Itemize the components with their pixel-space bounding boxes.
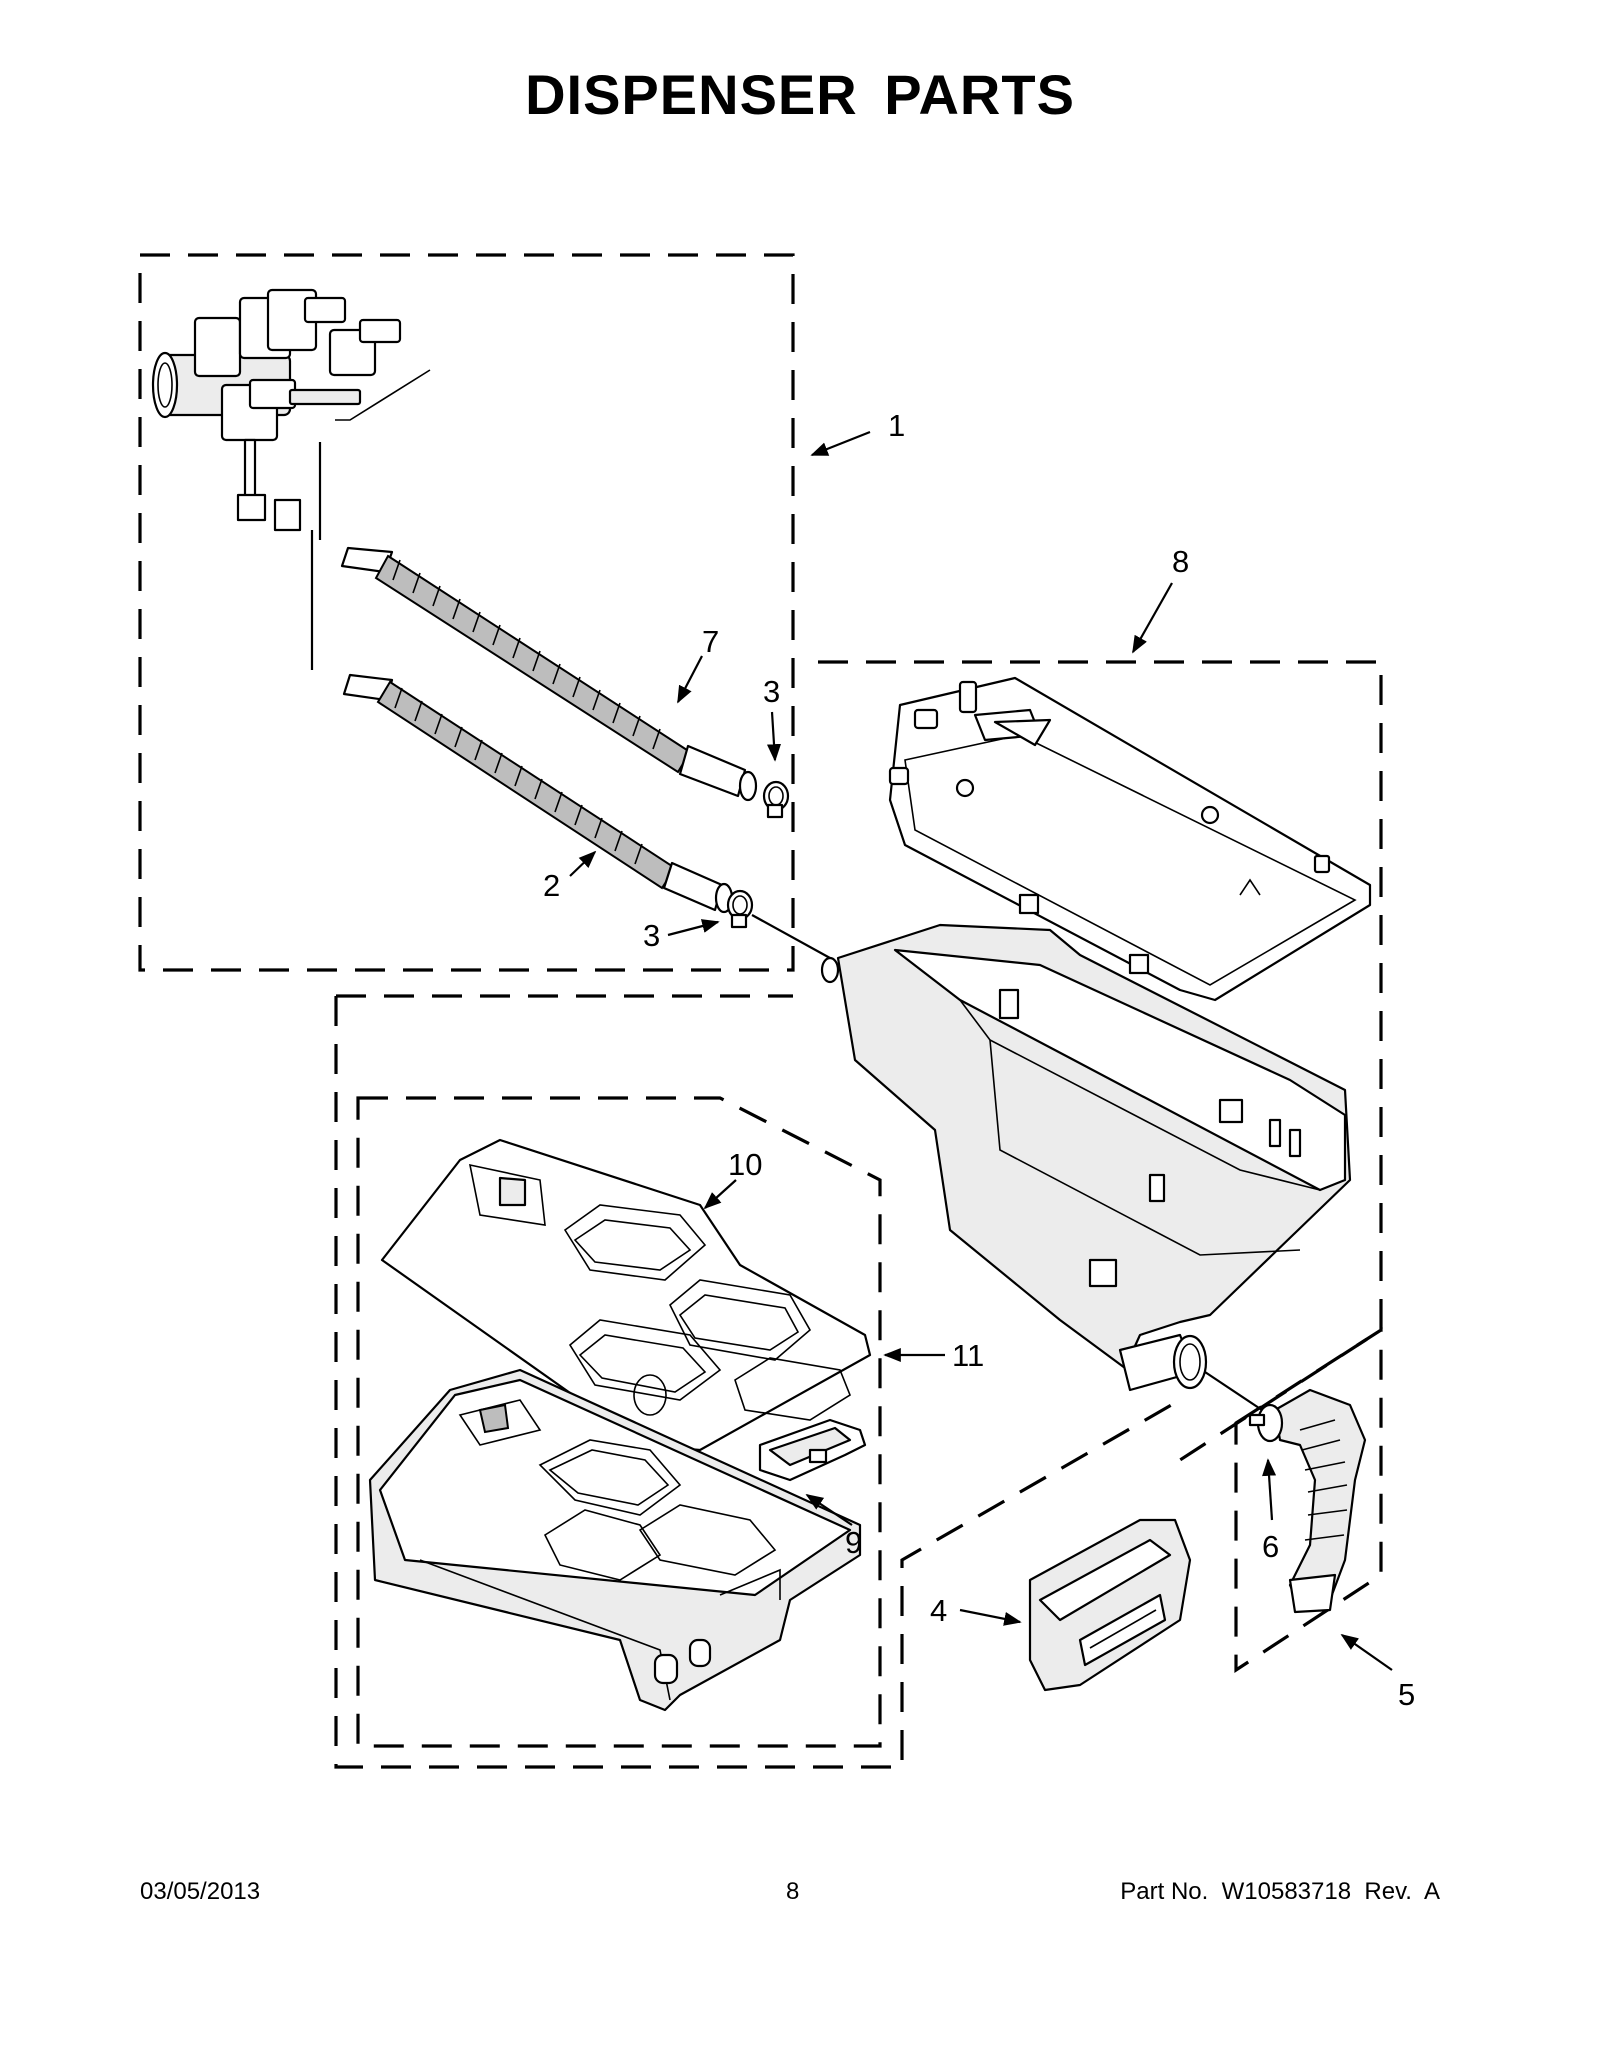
drawer-body-part-11 (368, 1368, 862, 1712)
group-outline-drawer-inner (356, 1096, 882, 1748)
callout-5: 5 (1398, 1677, 1415, 1712)
bracket-part-9 (758, 1418, 867, 1482)
clamp-part-6 (1248, 1403, 1284, 1443)
leader-2 (569, 850, 597, 877)
callout-4: 4 (930, 1593, 947, 1628)
callout-6: 6 (1262, 1529, 1279, 1564)
footer-page-number: 8 (786, 1878, 800, 1905)
group-outline-hose-5-6 (1234, 1327, 1383, 1673)
callout-1: 1 (888, 408, 905, 443)
group-outline-drawer-outer (334, 994, 1181, 1769)
water-valve-part-1 (151, 288, 431, 670)
leader-3b (667, 919, 720, 937)
outlet-hose-part-5 (1273, 1388, 1367, 1614)
clamp-part-3-lower (726, 889, 754, 929)
callout-3-upper: 3 (763, 674, 780, 709)
dispenser-housing-part-8 (820, 676, 1372, 1392)
callout-7: 7 (702, 624, 719, 659)
clamp-part-3-upper (762, 780, 790, 819)
footer-date: 03/05/2013 (140, 1878, 261, 1905)
footer-part-number: Part No. W10583718 Rev. A (1120, 1878, 1440, 1905)
drawer-handle-part-4 (1028, 1518, 1192, 1692)
hose-part-2 (342, 673, 734, 914)
leader-5 (1340, 1633, 1393, 1671)
callout-9: 9 (845, 1525, 862, 1560)
leader-10 (703, 1179, 737, 1210)
callout-10: 10 (728, 1147, 762, 1182)
leader-6 (1262, 1458, 1277, 1521)
leader-1 (810, 430, 871, 457)
leader-3a (766, 711, 782, 762)
callout-2: 2 (543, 868, 560, 903)
callout-11: 11 (952, 1338, 984, 1373)
group-outline-valve (138, 253, 795, 972)
page-title: DISPENSER PARTS (525, 63, 1075, 126)
leader-7 (677, 655, 703, 704)
leader-9 (805, 1494, 853, 1526)
callout-8: 8 (1172, 544, 1189, 579)
drawer-insert-part-10 (380, 1138, 872, 1452)
leader-4 (959, 1608, 1022, 1626)
callout-3-lower: 3 (643, 918, 660, 953)
hose-part-7 (340, 546, 758, 802)
leader-8 (1132, 582, 1173, 654)
